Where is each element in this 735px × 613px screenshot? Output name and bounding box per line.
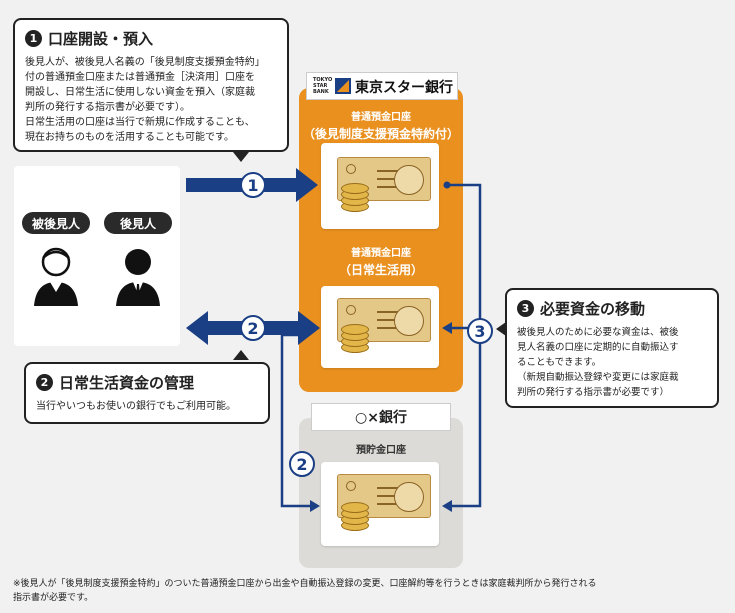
other-bank-header: ○×銀行	[311, 403, 451, 431]
callout-daily-funds: 2 日常生活資金の管理 当行やいつもお使いの銀行でもご利用可能。	[24, 362, 270, 424]
account2-title: 普通預金口座 （日常生活用）	[299, 244, 463, 278]
footnote-line: 指示書が必要です。	[13, 593, 94, 603]
account1-title-line1: 普通預金口座	[351, 112, 411, 123]
tokyo-star-bank-header: TOKYO STAR BANK 東京スター銀行	[306, 72, 458, 100]
callout3-line: ることもできます。	[517, 357, 602, 368]
arrow3-number: 3	[467, 318, 493, 344]
callout3-line: 被後見人のために必要な資金は、被後	[517, 327, 679, 338]
callout-fund-transfer: 3 必要資金の移動 被後見人のために必要な資金は、被後 見人名義の口座に定期的に…	[505, 288, 719, 408]
arrow-daily-to-other	[280, 333, 312, 508]
callout3-body: 被後見人のために必要な資金は、被後 見人名義の口座に定期的に自動振込す ることも…	[517, 325, 707, 400]
guardian-person-icon	[116, 249, 160, 306]
callout3-line: 見人名義の口座に定期的に自動振込す	[517, 342, 679, 353]
callout3-line: 判所の発行する指示書が必要です）	[517, 387, 670, 398]
callout1-body: 後見人が、被後見人名義の「後見制度支援預金特約」 付の普通預金口座または普通預金…	[25, 55, 277, 145]
callout3-line: （新規自動振込登録や変更には家庭裁	[517, 372, 679, 383]
callout1-line: 後見人が、被後見人名義の「後見制度支援預金特約」	[25, 57, 265, 68]
footnote: ※後見人が「後見制度支援預金特約」のついた普通預金口座から出金や自動振込登録の変…	[13, 577, 725, 605]
callout2-body: 当行やいつもお使いの銀行でもご利用可能。	[36, 399, 258, 414]
account1-title-line2: （後見制度支援預金特約付）	[302, 127, 459, 141]
callout1-title-text: 口座開設・預入	[48, 30, 154, 48]
callout2-pointer	[233, 350, 249, 360]
arrow2b-number: 2	[289, 451, 315, 477]
callout1-line: 開設し、日常生活に使用しない資金を預入（家庭裁	[25, 87, 255, 98]
guardian-label: 後見人	[104, 212, 172, 234]
arrow-transfer	[448, 183, 482, 508]
logo-word-3: BANK	[313, 89, 329, 95]
ward-label: 被後見人	[22, 212, 90, 234]
other-bank-name: ○×銀行	[355, 410, 407, 426]
other-account-card	[321, 462, 439, 546]
logo-word-2: STAR	[313, 83, 328, 89]
callout2-title-text: 日常生活資金の管理	[59, 374, 195, 392]
ward-person-icon	[34, 247, 78, 306]
account2-card	[321, 286, 439, 368]
people-panel	[14, 166, 180, 346]
callout1-line: 判所の発行する指示書が必要です）。	[25, 102, 190, 113]
account2-title-line1: 普通預金口座	[351, 248, 411, 259]
callout2-number: 2	[36, 374, 53, 391]
bank-name: 東京スター銀行	[355, 80, 453, 96]
bank-logo-small-text: TOKYO STAR BANK	[313, 77, 332, 95]
logo-word-1: TOKYO	[313, 77, 333, 83]
footnote-line: ※後見人が「後見制度支援預金特約」のついた普通預金口座から出金や自動振込登録の変…	[13, 579, 597, 589]
callout3-pointer	[496, 322, 506, 336]
callout1-line: 付の普通預金口座または普通預金［決済用］口座を	[25, 72, 255, 83]
arrow1-number: 1	[240, 172, 266, 198]
callout2-line: 当行やいつもお使いの銀行でもご利用可能。	[36, 401, 236, 412]
callout-account-opening: 1 口座開設・預入 後見人が、被後見人名義の「後見制度支援預金特約」 付の普通預…	[13, 18, 289, 152]
callout1-line: 現在お持ちのものを活用することも可能です。	[25, 132, 234, 143]
banknote-icon	[337, 298, 431, 342]
callout1-number: 1	[25, 30, 42, 47]
callout1-pointer	[233, 152, 249, 162]
callout2-title: 2 日常生活資金の管理	[36, 372, 258, 393]
account1-title: 普通預金口座 （後見制度支援預金特約付）	[299, 108, 463, 142]
callout3-title: 3 必要資金の移動	[517, 298, 707, 319]
callout1-line: 日常生活用の口座は当行で新規に作成することも、	[25, 117, 255, 128]
callout1-title: 1 口座開設・預入	[25, 28, 277, 49]
arrow2-number: 2	[240, 315, 266, 341]
other-bank-account-title: 預貯金口座	[356, 445, 406, 456]
callout3-title-text: 必要資金の移動	[540, 300, 646, 318]
tokyo-star-logo-icon	[335, 78, 351, 94]
callout3-number: 3	[517, 300, 534, 317]
account1-card	[321, 143, 439, 229]
account2-title-line2: （日常生活用）	[338, 263, 423, 277]
